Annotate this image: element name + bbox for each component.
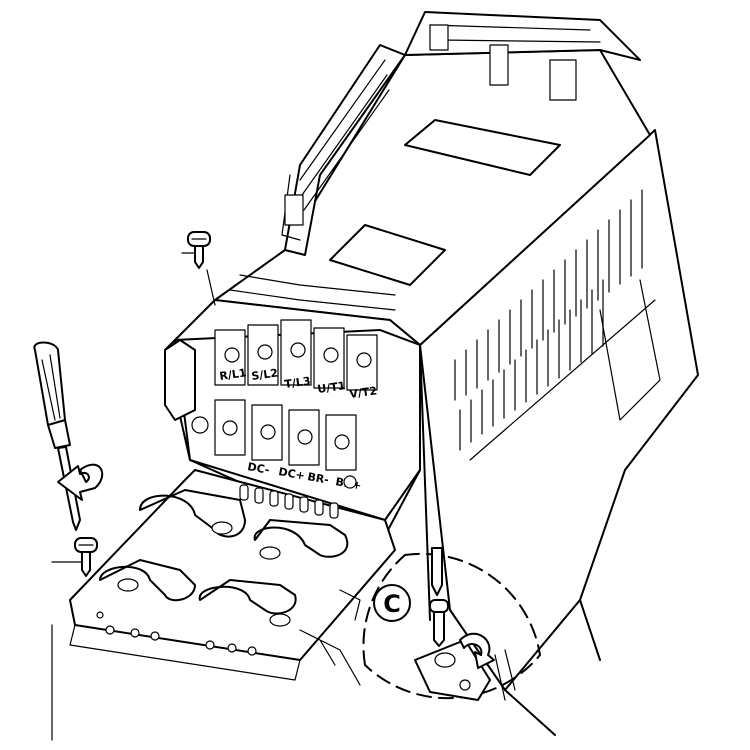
lower-structure <box>299 589 361 686</box>
terminal-row-lower <box>214 399 357 471</box>
terminal-block: R/L1 S/L2 T/L3 U/T1 V/T2 DC- DC+ BR- BR+ <box>164 319 421 521</box>
terminal-label-dc-plus: DC+ <box>277 465 305 482</box>
terminal-label-r-l1: R/L1 <box>219 366 248 383</box>
ventilation-slots <box>454 189 661 461</box>
option-card-rails <box>281 11 641 256</box>
cable-clamps <box>99 489 349 627</box>
callout-letter: C <box>383 590 401 618</box>
terminal-label-s-l2: S/L2 <box>251 366 279 383</box>
terminal-label-t-l3: T/L3 <box>284 374 312 391</box>
terminal-row-upper <box>214 319 378 391</box>
rotate-arrow-icon <box>57 463 104 501</box>
terminal-label-br-minus: BR- <box>306 470 329 487</box>
plate-holes <box>96 611 257 656</box>
terminal-label-v-t2: V/T2 <box>349 384 378 401</box>
left-screw <box>51 537 98 741</box>
terminal-label-u-t1: U/T1 <box>317 379 347 396</box>
detail-callout: C <box>362 547 541 701</box>
cable-clamp-plate <box>69 469 396 681</box>
terminal-label-dc-minus: DC- <box>246 460 270 477</box>
top-screw <box>181 231 216 306</box>
callout-badge <box>373 584 411 622</box>
top-label-plates <box>229 119 561 311</box>
plate-slots <box>239 484 339 519</box>
screwdriver-icon <box>33 341 81 531</box>
